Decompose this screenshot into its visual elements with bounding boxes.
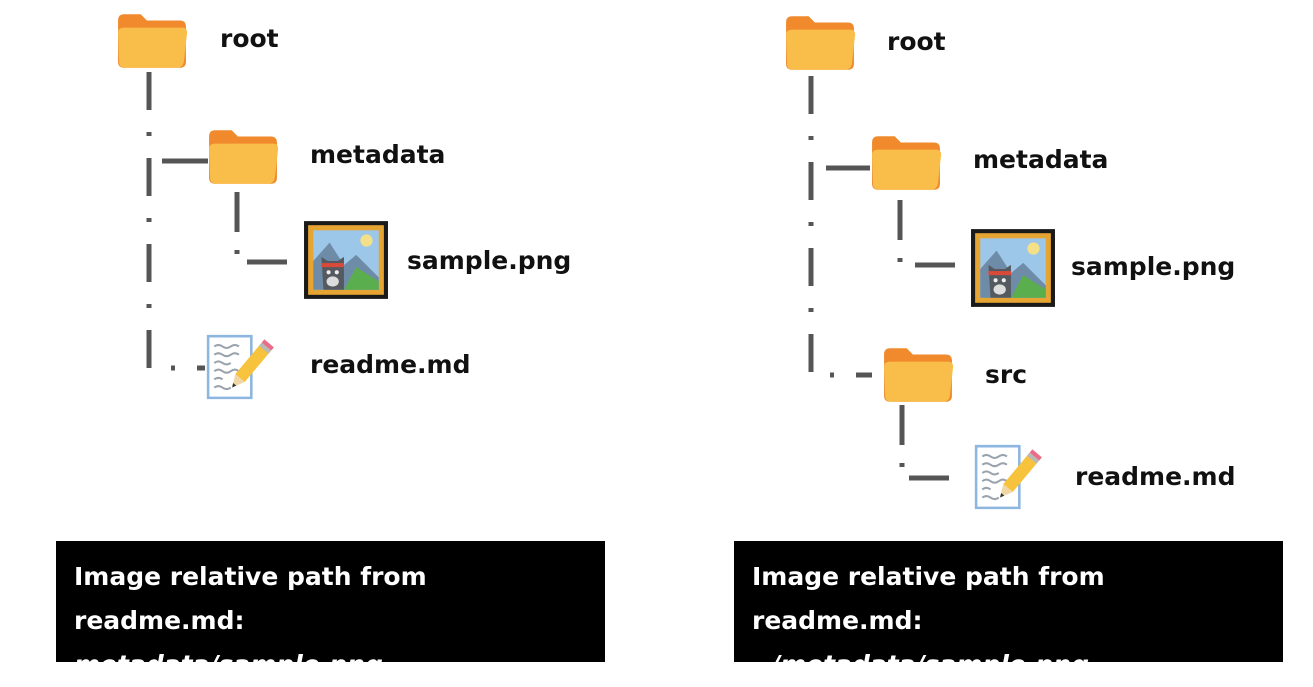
image-file-icon [304, 221, 388, 299]
right-metadata-label: metadata [973, 145, 1109, 174]
left-image-label: sample.png [407, 246, 572, 275]
folder-icon [884, 348, 954, 402]
caption-path: ../metadata/sample.png [752, 650, 1089, 679]
document-pencil-icon [206, 334, 276, 400]
caption-path: metadata/sample.png [74, 650, 383, 679]
right-root-label: root [887, 27, 946, 56]
connectors [146, 72, 295, 371]
left-root-label: root [220, 24, 279, 53]
folder-icon [118, 14, 188, 68]
caption-label: Image relative path from readme.md: [74, 562, 427, 635]
left-metadata-label: metadata [310, 140, 446, 169]
folder-icon [209, 130, 279, 184]
right-readme-label: readme.md [1075, 462, 1236, 491]
right-image-label: sample.png [1071, 252, 1236, 281]
right-caption-box: Image relative path from readme.md: ../m… [734, 541, 1283, 679]
connectors [808, 76, 962, 481]
left-readme-label: readme.md [310, 350, 471, 379]
left-tree [118, 14, 388, 400]
caption-label: Image relative path from readme.md: [752, 562, 1105, 635]
folder-icon [786, 16, 856, 70]
document-pencil-icon [974, 444, 1044, 510]
right-src-label: src [985, 360, 1028, 389]
left-caption-box: Image relative path from readme.md: meta… [56, 541, 605, 679]
image-file-icon [971, 229, 1055, 307]
right-tree [786, 16, 1055, 510]
folder-icon [872, 136, 942, 190]
